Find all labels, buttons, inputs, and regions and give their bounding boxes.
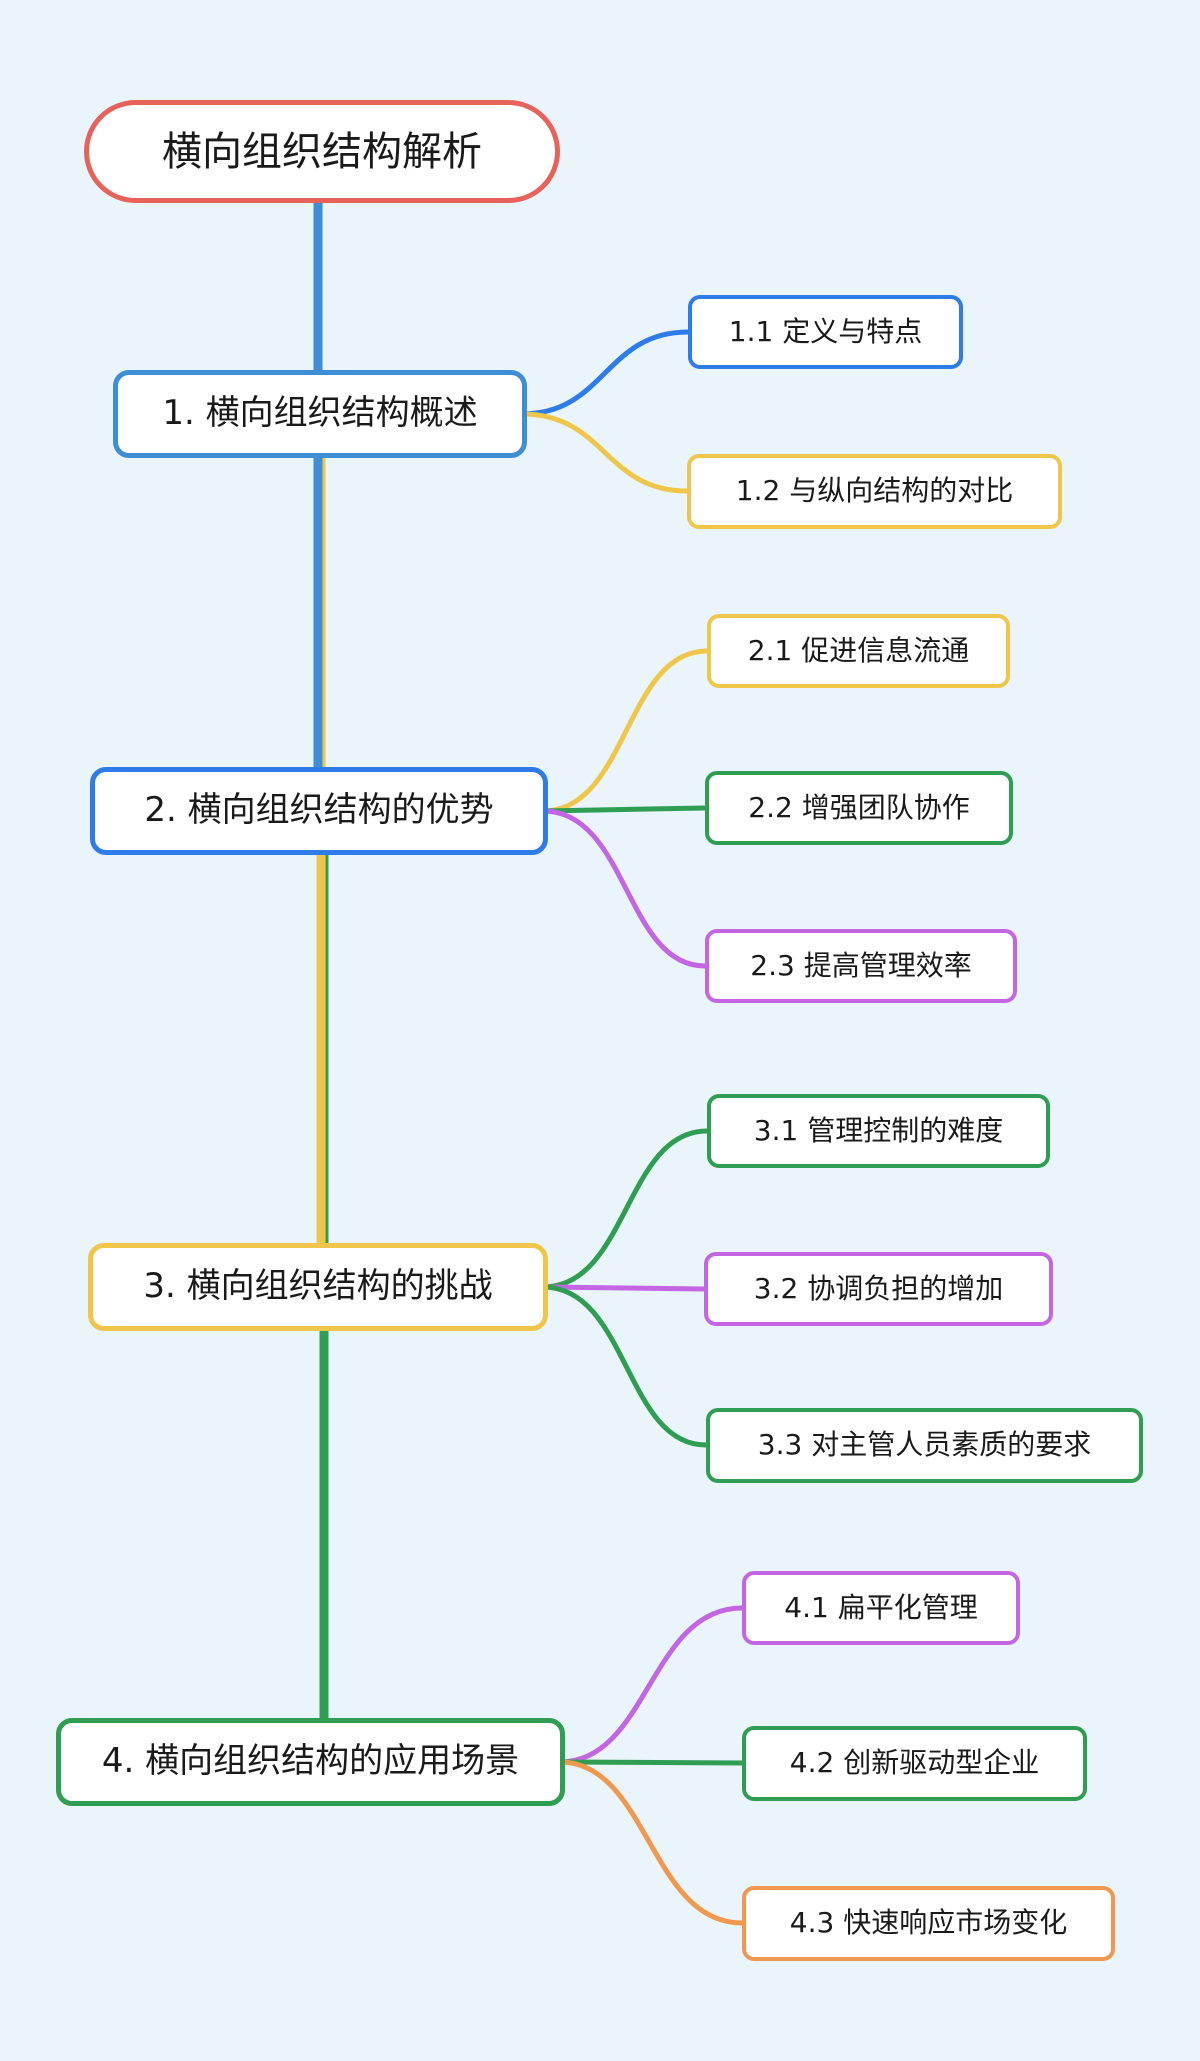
branch-node-4[interactable]: 4. 横向组织结构的应用场景 [56,1718,565,1806]
subtopic-node-3-3[interactable]: 3.3 对主管人员素质的要求 [706,1408,1143,1483]
subtopic-node-3-2[interactable]: 3.2 协调负担的增加 [704,1252,1053,1326]
connector-3-1 [540,1128,710,1290]
subtopic-node-2-1[interactable]: 2.1 促进信息流通 [707,614,1010,688]
branch-node-2[interactable]: 2. 横向组织结构的优势 [90,767,548,855]
branch-node-1-label: 1. 横向组织结构概述 [162,393,478,434]
subtopic-node-2-2[interactable]: 2.2 增强团队协作 [705,771,1013,845]
branch-node-3-label: 3. 横向组织结构的挑战 [143,1266,493,1307]
connector-4-3 [557,1759,745,1926]
subtopic-node-1-2[interactable]: 1.2 与纵向结构的对比 [687,454,1062,529]
connector-2-1 [540,648,710,814]
subtopic-node-4-2-label: 4.2 创新驱动型企业 [789,1746,1040,1780]
connector-4-2 [557,1759,745,1766]
subtopic-node-1-2-label: 1.2 与纵向结构的对比 [735,474,1014,508]
subtopic-node-3-2-label: 3.2 协调负担的增加 [753,1271,1004,1305]
branch-node-1[interactable]: 1. 横向组织结构概述 [113,370,527,458]
root-node[interactable]: 横向组织结构解析 [84,100,560,203]
subtopic-node-3-1[interactable]: 3.1 管理控制的难度 [707,1094,1050,1168]
subtopic-node-3-3-label: 3.3 对主管人员素质的要求 [757,1428,1092,1462]
root-node-label: 横向组织结构解析 [162,128,482,175]
subtopic-node-4-1[interactable]: 4.1 扁平化管理 [742,1571,1020,1645]
branch-node-4-label: 4. 横向组织结构的应用场景 [101,1741,520,1782]
subtopic-node-2-3[interactable]: 2.3 提高管理效率 [705,929,1017,1003]
connector-1-1 [519,329,691,417]
connector-3-2 [540,1284,707,1292]
connector-4-1 [557,1605,745,1765]
subtopic-node-1-1-label: 1.1 定义与特点 [728,314,923,348]
branch-node-3[interactable]: 3. 横向组织结构的挑战 [88,1243,548,1331]
subtopic-node-4-2[interactable]: 4.2 创新驱动型企业 [742,1726,1087,1801]
connector-2-3 [540,808,708,969]
branch-node-2-label: 2. 横向组织结构的优势 [144,790,494,831]
subtopic-node-4-1-label: 4.1 扁平化管理 [784,1590,978,1624]
subtopic-node-2-1-label: 2.1 促进信息流通 [747,633,970,667]
subtopic-node-2-3-label: 2.3 提高管理效率 [750,948,972,982]
subtopic-node-4-3-label: 4.3 快速响应市场变化 [789,1906,1068,1940]
connector-1-2 [519,411,690,494]
subtopic-node-1-1[interactable]: 1.1 定义与特点 [688,295,963,369]
subtopic-node-3-1-label: 3.1 管理控制的难度 [753,1113,1004,1147]
subtopic-node-4-3[interactable]: 4.3 快速响应市场变化 [742,1886,1115,1961]
subtopic-node-2-2-label: 2.2 增强团队协作 [748,790,970,824]
connector-2-2 [540,805,708,814]
connector-3-3 [540,1284,709,1448]
